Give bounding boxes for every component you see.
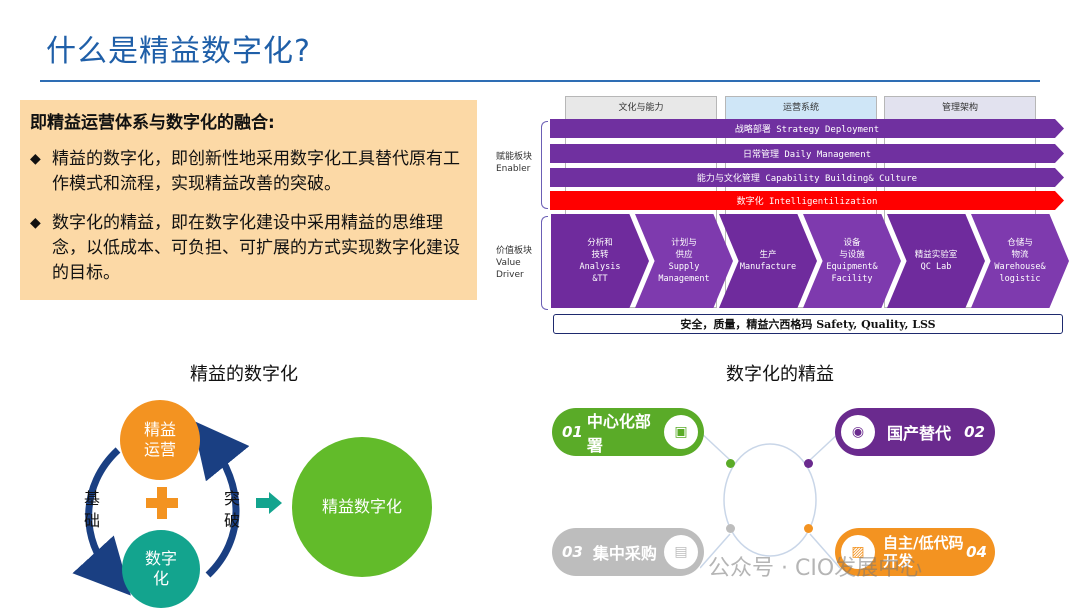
item-label: 国产替代 xyxy=(887,424,952,443)
plus-icon xyxy=(146,487,178,519)
pillar-label: 运营系统 xyxy=(782,103,819,113)
band-digital: 数字化 Intelligentilization xyxy=(550,191,1064,210)
enabler-label-en: Enabler xyxy=(496,164,531,174)
digitalization-label: 数字化 xyxy=(144,549,177,588)
definition-box: 即精益运营体系与数字化的融合: ◆ 精益的数字化，即创新性地采用数字化工具替代原… xyxy=(20,100,477,300)
diamond-bullet-icon: ◆ xyxy=(30,215,41,231)
breakthrough-word: 突破 xyxy=(224,489,241,530)
central-ring xyxy=(700,431,840,569)
connector-dot xyxy=(804,459,813,468)
item-central-procurement: 03 集中采购 ▤ xyxy=(552,528,704,576)
lean-digitalization-title: 精益的数字化 xyxy=(190,364,298,385)
bullet-text: 数字化的精益，即在数字化建设中采用精益的思维理念，以低成本、可负担、可扩展的方式… xyxy=(52,213,460,283)
diamond-bullet-icon: ◆ xyxy=(30,151,41,167)
right-curve-arrow xyxy=(192,420,250,578)
item-centralized-deployment: 01 中心化部署 ▣ xyxy=(552,408,704,456)
item-number: 01 xyxy=(562,423,583,441)
definition-heading: 即精益运营体系与数字化的融合: xyxy=(30,113,275,133)
pillar-label: 管理架构 xyxy=(941,103,978,113)
page-title: 什么是精益数字化? xyxy=(46,34,311,69)
digitalization-circle: 数字化 xyxy=(122,530,200,608)
item-number: 04 xyxy=(966,543,987,561)
driver-label: 价值板块 Value Driver xyxy=(496,245,532,281)
title-divider xyxy=(40,80,1040,82)
pillar-label: 文化与能力 xyxy=(618,103,664,113)
connector-dot xyxy=(804,524,813,533)
watermark: 公众号 · CIO发展中心 xyxy=(708,556,923,581)
enabler-bracket xyxy=(541,121,548,209)
connector-dot xyxy=(726,524,735,533)
item-number: 03 xyxy=(562,543,583,561)
band-strategy: 战略部署 Strategy Deployment xyxy=(550,119,1064,138)
cycle-arrows xyxy=(72,420,250,596)
right-arrow-icon xyxy=(256,492,282,514)
enabler-label-cn: 赋能板块 xyxy=(496,152,533,162)
lean-ops-circle: 精益运营 xyxy=(120,400,200,480)
left-curve-arrow xyxy=(72,447,131,596)
image-icon: ▨ xyxy=(841,535,875,569)
item-domestic-replacement: ◉ 国产替代 02 xyxy=(835,408,995,456)
item-label: 集中采购 xyxy=(592,544,657,563)
bullet-item: ◆ 数字化的精益，即在数字化建设中采用精益的思维理念，以低成本、可负担、可扩展的… xyxy=(30,211,467,286)
foundation-word: 基础 xyxy=(84,489,101,530)
lean-ops-label: 精益运营 xyxy=(143,420,176,459)
driver-bracket xyxy=(541,216,548,310)
foundation-bar: 安全，质量，精益六西格玛 Safety, Quality, LSS xyxy=(553,314,1063,334)
document-icon: ▤ xyxy=(664,535,698,569)
driver-label-cn: 价值板块 xyxy=(496,246,533,256)
chat-icon: ▣ xyxy=(664,415,698,449)
enabler-label: 赋能板块 Enabler xyxy=(496,151,532,175)
pin-icon: ◉ xyxy=(841,415,875,449)
item-low-code: ▨ 自主/低代码开发 04 xyxy=(835,528,995,576)
item-number: 02 xyxy=(964,423,985,441)
lean-digitalization-circle: 精益数字化 xyxy=(292,437,432,577)
item-label: 中心化部署 xyxy=(586,412,651,455)
item-label: 自主/低代码开发 xyxy=(883,534,964,570)
bullet-item: ◆ 精益的数字化，即创新性地采用数字化工具替代原有工作模式和流程，实现精益改善的… xyxy=(30,147,467,197)
bullet-text: 精益的数字化，即创新性地采用数字化工具替代原有工作模式和流程，实现精益改善的突破… xyxy=(52,149,460,194)
digital-lean-title: 数字化的精益 xyxy=(726,364,834,385)
band-daily: 日常管理 Daily Management xyxy=(550,144,1064,163)
band-capability: 能力与文化管理 Capability Building& Culture xyxy=(550,168,1064,187)
connector-dot xyxy=(726,459,735,468)
driver-label-en: Value xyxy=(496,258,521,268)
driver-label-en: Driver xyxy=(496,270,524,280)
